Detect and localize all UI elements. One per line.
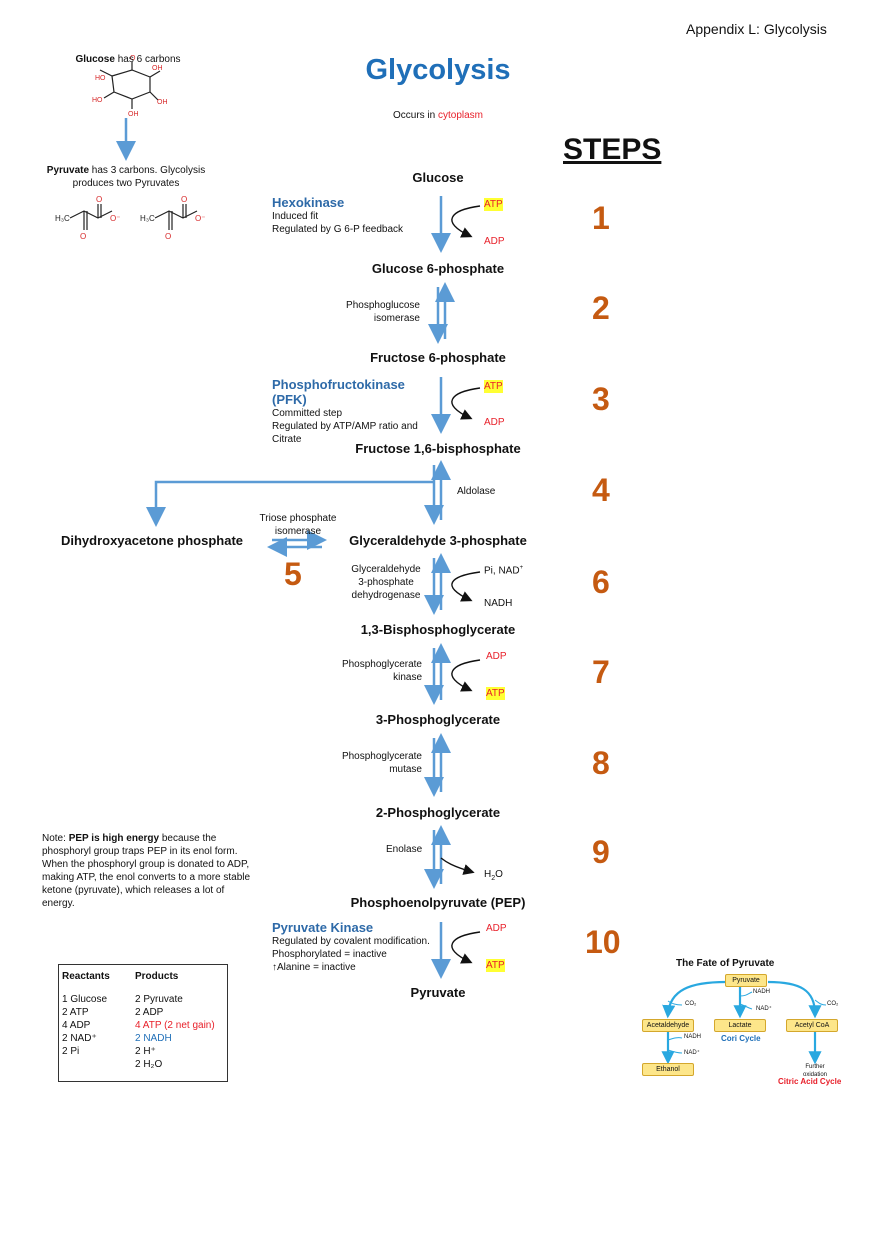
list-item: 2 ADP (135, 1007, 164, 1018)
metabolite-dhap: Dihydroxyacetone phosphate (60, 533, 244, 548)
table-header-products: Products (135, 971, 179, 982)
metabolite-phosphoenolpyruvate: Phosphoenolpyruvate (PEP) (350, 895, 526, 910)
fate-cori-cycle: Cori Cycle (721, 1034, 761, 1043)
step-number-10: 10 (585, 924, 621, 960)
glucose-structure-icon (99, 62, 161, 109)
enzyme-aldolase: Aldolase (457, 486, 496, 497)
summary-table: Reactants Products 1 Glucose 2 ATP 4 ADP… (58, 964, 228, 1082)
cofactor-atp-step1: ATP (484, 198, 503, 211)
svg-text:O: O (96, 195, 102, 204)
step-number-7: 7 (592, 654, 610, 690)
list-item: 2 H₂O (135, 1059, 163, 1070)
fate-acetaldehyde: Acetaldehyde (642, 1019, 694, 1032)
cofactor-atp-step10: ATP (486, 959, 505, 972)
list-item: 2 Pi (62, 1046, 80, 1057)
metabolite-1-3-bisphosphoglycerate: 1,3-Bisphosphoglycerate (360, 622, 516, 637)
svg-text:OH: OH (128, 111, 139, 118)
pyruvate-structure-icon (69, 204, 198, 230)
svg-text:O: O (181, 195, 187, 204)
svg-text:O⁻: O⁻ (110, 214, 120, 223)
list-item: 2 NAD⁺ (62, 1033, 97, 1044)
svg-text:H₃C: H₃C (55, 214, 70, 223)
list-item: 2 H⁺ (135, 1046, 156, 1057)
svg-text:HO: HO (92, 97, 103, 104)
enzyme-pfk: Phosphofructokinase (PFK) Committed step… (272, 377, 418, 445)
enzyme-phosphoglycerate-mutase: Phosphoglycerate mutase (341, 751, 422, 775)
cofactor-atp-step3: ATP (484, 380, 503, 393)
pyruvate-carbon-note: Pyruvate has 3 carbons. Glycolysis produ… (46, 165, 206, 189)
cofactor-adp-step10: ADP (486, 923, 507, 934)
fate-lactate: Lactate (714, 1019, 766, 1032)
step-number-6: 6 (592, 564, 610, 600)
cofactor-water-step9: H2O (484, 869, 503, 882)
step-number-3: 3 (592, 381, 610, 417)
metabolite-2-phosphoglycerate: 2-Phosphoglycerate (375, 805, 501, 820)
svg-text:HO: HO (95, 75, 106, 82)
svg-text:O: O (80, 232, 86, 241)
fate-citric-acid-cycle: Citric Acid Cycle (778, 1077, 842, 1086)
enzyme-phosphoglycerate-kinase: Phosphoglycerate kinase (341, 659, 422, 683)
list-item: 2 NADH (135, 1033, 172, 1044)
enzyme-hexokinase: Hexokinase Induced fit Regulated by G 6-… (272, 195, 404, 235)
step-number-4: 4 (592, 472, 610, 508)
list-item: 2 Pyruvate (135, 994, 183, 1005)
cofactor-nadh-step6: NADH (484, 598, 513, 609)
metabolite-glucose-6-phosphate: Glucose 6-phosphate (371, 261, 505, 276)
fate-nad: NAD⁺ (756, 1006, 772, 1012)
step-number-5: 5 (284, 556, 302, 592)
cofactor-adp-step7: ADP (486, 651, 507, 662)
cofactor-adp-step1: ADP (484, 236, 505, 247)
cofactor-adp-step3: ADP (484, 417, 505, 428)
steps-heading: STEPS (563, 133, 662, 166)
metabolite-glyceraldehyde-3-phosphate: Glyceraldehyde 3-phosphate (349, 533, 527, 548)
enzyme-pyruvate-kinase: Pyruvate Kinase Regulated by covalent mo… (272, 920, 430, 973)
metabolite-pyruvate: Pyruvate (410, 985, 466, 1000)
metabolite-fructose-6-phosphate: Fructose 6-phosphate (370, 350, 506, 365)
cofactor-pi-nad-step6: Pi, NAD+ (484, 565, 524, 577)
products-column: 2 Pyruvate 2 ADP 4 ATP (2 net gain) 2 NA… (135, 993, 215, 1071)
fate-ethanol: Ethanol (642, 1063, 694, 1076)
fate-nadh-lower: NADH (684, 1034, 702, 1040)
page-title: Glycolysis (365, 54, 511, 86)
fate-acetyl-coa: Acetyl CoA (786, 1019, 838, 1032)
enzyme-enolase: Enolase (386, 844, 423, 855)
list-item: 1 Glucose (62, 994, 108, 1005)
pep-energy-note: Note: PEP is high energy because the pho… (42, 833, 251, 909)
svg-text:OH: OH (157, 99, 168, 106)
metabolite-glucose: Glucose (412, 170, 464, 185)
svg-text:H₃C: H₃C (140, 214, 155, 223)
reactants-column: 1 Glucose 2 ATP 4 ADP 2 NAD⁺ 2 Pi (62, 993, 107, 1058)
list-item: 4 ATP (2 net gain) (135, 1020, 215, 1031)
step-number-9: 9 (592, 834, 610, 870)
enzyme-g3p-dehydrogenase: Glyceraldehyde 3-phosphate dehydrogenase (351, 564, 421, 601)
fate-co2-left: CO₂ (685, 1001, 697, 1007)
svg-text:O⁻: O⁻ (195, 214, 205, 223)
svg-text:OH: OH (152, 65, 163, 72)
enzyme-triose-phosphate-isomerase: Triose phosphate isomerase (259, 513, 337, 537)
table-header-reactants: Reactants (62, 971, 110, 982)
step-number-1: 1 (592, 200, 610, 236)
svg-text:O: O (165, 232, 171, 241)
fate-nadh: NADH (753, 989, 771, 995)
fate-co2-right: CO₂ (827, 1001, 839, 1007)
metabolite-3-phosphoglycerate: 3-Phosphoglycerate (375, 712, 501, 727)
location-subtitle: Occurs in cytoplasm (392, 110, 484, 121)
metabolite-fructose-1-6-bisphosphate: Fructose 1,6-bisphosphate (355, 441, 521, 456)
fate-pyruvate: Pyruvate (725, 974, 767, 987)
list-item: 2 ATP (62, 1007, 89, 1018)
cofactor-atp-step7: ATP (486, 687, 505, 700)
step-number-2: 2 (592, 290, 610, 326)
fate-further-oxidation: Further oxidation (802, 1064, 828, 1078)
glucose-carbon-note: Glucose has 6 carbons (75, 54, 181, 65)
list-item: 4 ADP (62, 1020, 91, 1031)
enzyme-phosphoglucose-isomerase: Phosphoglucose isomerase (346, 300, 420, 324)
appendix-label: Appendix L: Glycolysis (686, 21, 827, 37)
svg-text:O: O (130, 55, 136, 62)
step-number-8: 8 (592, 745, 610, 781)
fate-title: The Fate of Pyruvate (676, 958, 775, 969)
fate-nad-lower: NAD⁺ (684, 1050, 700, 1056)
